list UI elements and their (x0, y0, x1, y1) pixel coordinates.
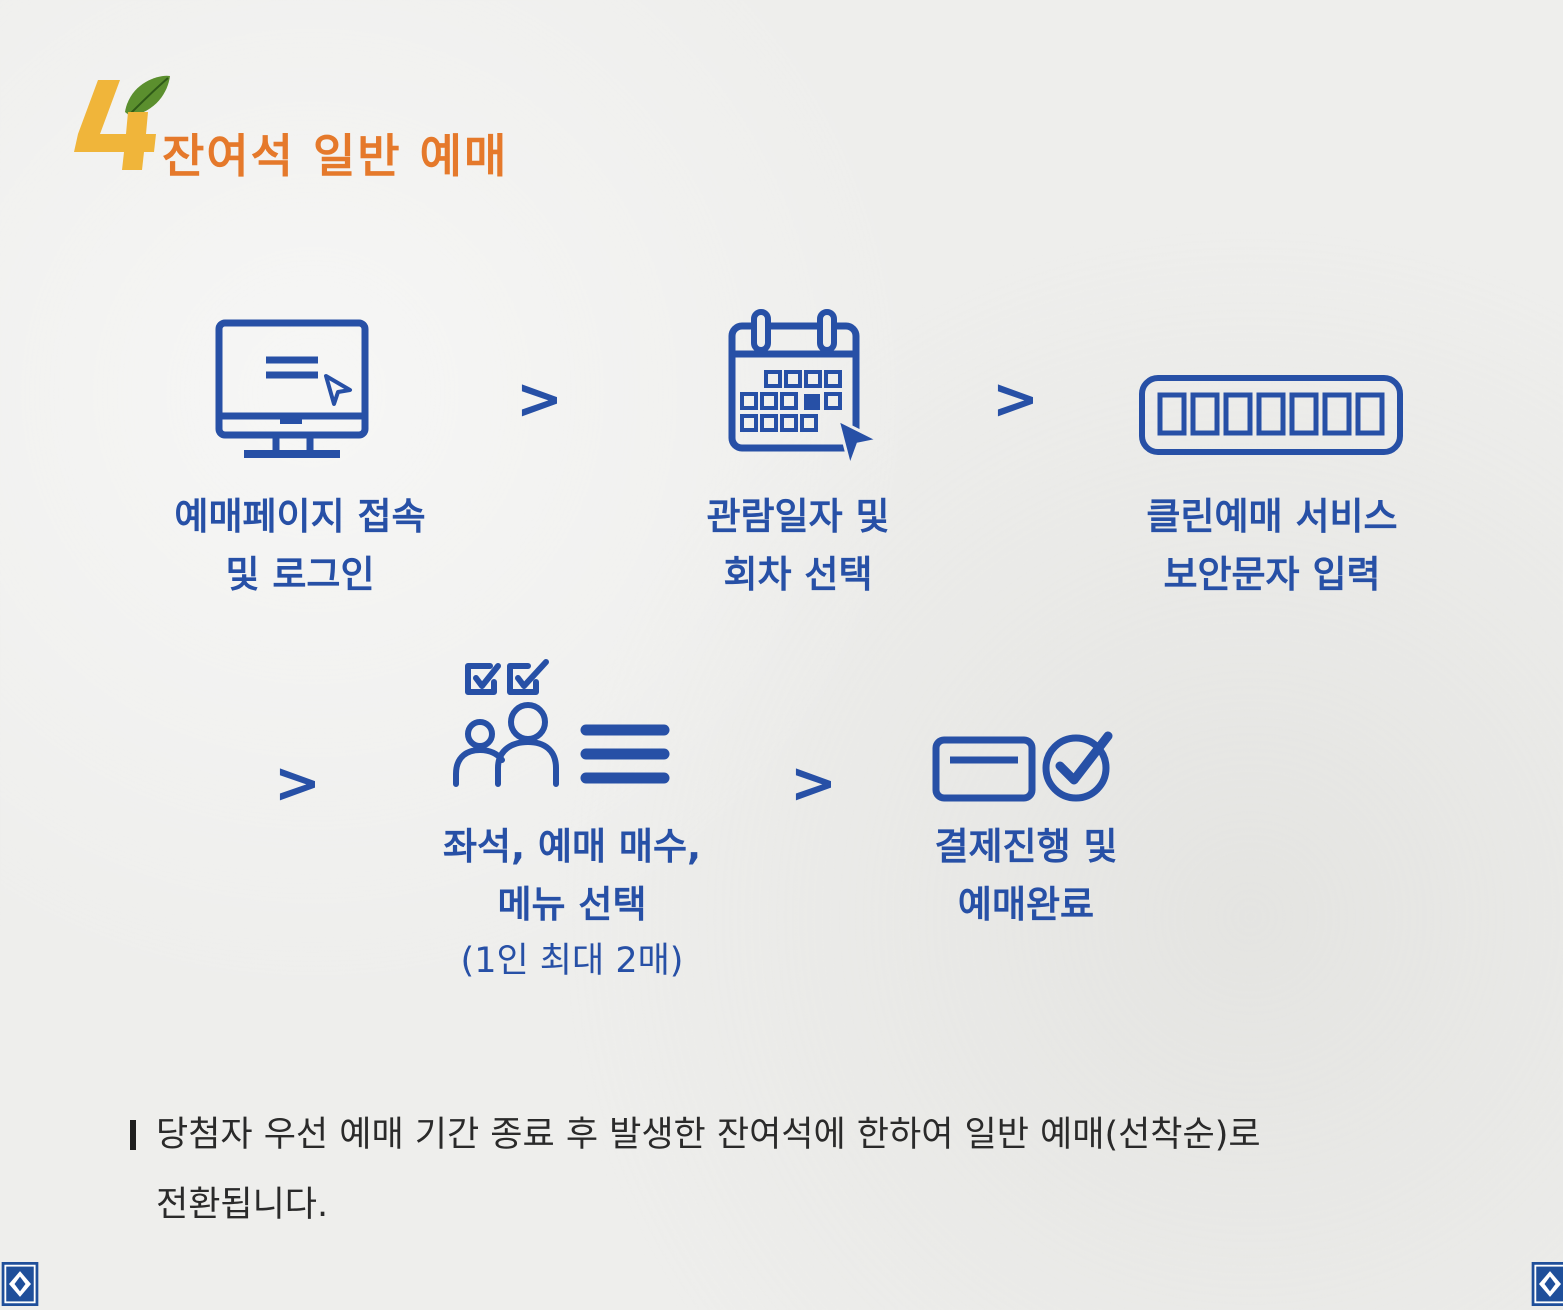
step-5-label: 결제진행 및 예매완료 (846, 818, 1206, 934)
step-2-label: 관람일자 및 회차 선택 (618, 488, 978, 604)
step-4-line1: 좌석, 예매 매수, (392, 818, 752, 876)
people-menu-check-icon (450, 656, 676, 790)
section-title: 잔여석 일반 예매 (162, 120, 508, 186)
security-code-icon (1138, 374, 1404, 458)
step-4-note: (1인 최대 2매) (392, 936, 752, 986)
step-5-line1: 결제진행 및 (846, 818, 1206, 876)
step-1-line2: 및 로그인 (120, 546, 480, 604)
step-2-line2: 회차 선택 (618, 546, 978, 604)
step-5-line2: 예매완료 (846, 876, 1206, 934)
corner-ornament-left (0, 1262, 40, 1306)
notice-bullet-bar (130, 1120, 136, 1150)
monitor-cursor-icon (214, 318, 372, 462)
step-4-line2: 메뉴 선택 (392, 876, 752, 934)
step-3-line2: 보안문자 입력 (1092, 546, 1452, 604)
step-1-line1: 예매페이지 접속 (120, 488, 480, 546)
flow-arrow-4: > (790, 756, 837, 812)
step-3-line1: 클린예매 서비스 (1092, 488, 1452, 546)
step-1-label: 예매페이지 접속 및 로그인 (120, 488, 480, 604)
notice-line-1: 당첨자 우선 예매 기간 종료 후 발생한 잔여석에 한하여 일반 예매(선착순… (156, 1100, 1261, 1170)
section-header: 잔여석 일반 예매 (70, 72, 590, 182)
calendar-cursor-icon (724, 306, 884, 472)
step-3-label: 클린예매 서비스 보안문자 입력 (1092, 488, 1452, 604)
notice-line-2: 전환됩니다. (156, 1170, 328, 1240)
card-check-icon (930, 728, 1116, 806)
flow-arrow-1: > (516, 372, 563, 428)
flow-arrow-2: > (992, 372, 1039, 428)
step-4-label: 좌석, 예매 매수, 메뉴 선택 (392, 818, 752, 934)
flow-arrow-3: > (274, 756, 321, 812)
corner-ornament-right (1530, 1262, 1563, 1306)
step-2-line1: 관람일자 및 (618, 488, 978, 546)
